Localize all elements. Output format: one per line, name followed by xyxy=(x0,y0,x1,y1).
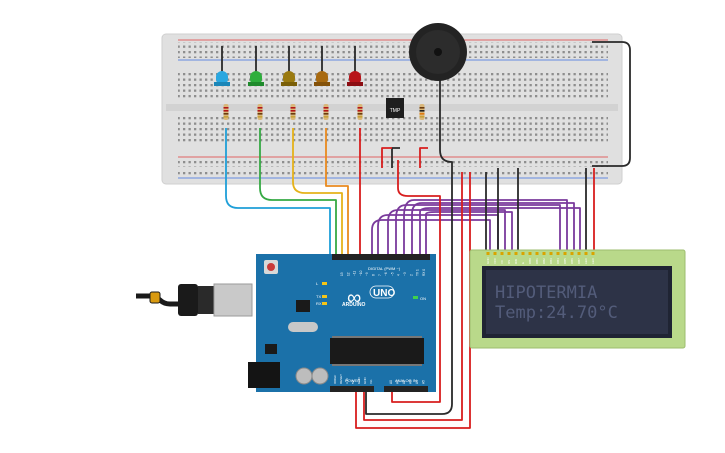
digital-pin-label: ~5 xyxy=(390,272,394,276)
lcd-pin xyxy=(535,252,539,255)
digital-pin-label: TX 1 xyxy=(416,269,420,276)
analog-pin-label: A4 xyxy=(415,380,419,384)
lcd-pin-label: DB4 xyxy=(556,258,560,264)
power-label: POWER xyxy=(345,378,360,383)
digital-pin-label: 12 xyxy=(346,272,350,276)
sensor-label: TMP xyxy=(390,108,401,114)
lcd-pin-label: V0 xyxy=(500,260,504,264)
power-pin-label: GND xyxy=(357,377,361,385)
lcd-pin xyxy=(556,252,560,255)
lcd-pin-label: DB3 xyxy=(549,258,553,264)
wire-led-orange xyxy=(325,128,349,255)
lcd-pin-label: DB1 xyxy=(535,258,539,264)
lcd-pin xyxy=(584,252,588,255)
digital-pin-label: 2 xyxy=(409,274,413,276)
l-label: L xyxy=(316,281,319,286)
analog-pin-label: A1 xyxy=(396,380,400,384)
digital-pin-label: 4 xyxy=(397,274,401,276)
digital-pin-label: RX 0 xyxy=(422,269,426,276)
lcd-pin xyxy=(521,252,525,255)
lcd-pin xyxy=(549,252,553,255)
lcd-pin-label: DB2 xyxy=(542,258,546,264)
led-blue xyxy=(214,71,230,86)
power-pin-label: 5V xyxy=(351,380,355,384)
tx-label: TX xyxy=(316,294,321,299)
digital-label: DIGITAL (PWM ~) xyxy=(368,266,401,271)
power-pin-label: RESET xyxy=(339,374,343,384)
arduino-brand: ARDUINO xyxy=(342,302,365,308)
lcd-pin xyxy=(500,252,504,255)
arduino-model: UNO xyxy=(373,288,395,299)
power-pin-label: GND xyxy=(363,377,367,385)
analog-pin-label: A3 xyxy=(409,380,413,384)
lcd-pin xyxy=(514,252,518,255)
digital-pin-label: 8 xyxy=(372,274,376,276)
lcd-pin xyxy=(591,252,595,255)
wire-led-yellow xyxy=(292,128,343,255)
lcd-pin-label: LED xyxy=(584,257,588,264)
on-label: ON xyxy=(420,296,426,301)
lcd-pin-label: VCC xyxy=(493,257,497,264)
power-pin-label: IOREF xyxy=(333,375,337,384)
arduino-logo-icon: ∞ xyxy=(347,287,361,309)
power-pin-label: 3.3V xyxy=(345,378,349,384)
lcd-pin xyxy=(542,252,546,255)
analog-pin-label: A0 xyxy=(389,380,393,384)
rx-label: RX xyxy=(316,301,322,306)
digital-pin-label: ~6 xyxy=(384,272,388,276)
lcd-pin xyxy=(528,252,532,255)
lcd-pin-label: RS xyxy=(507,260,511,264)
led-orange xyxy=(314,71,330,86)
lcd-line-1: HIPOTERMIA xyxy=(495,283,597,303)
lcd-pin xyxy=(507,252,511,255)
analog-pin-label: A5 xyxy=(422,380,426,384)
lcd-pin-label: DB7 xyxy=(577,258,581,264)
digital-pin-label: ~3 xyxy=(403,272,407,276)
resistors xyxy=(223,104,425,120)
temperature-sensor: TMP xyxy=(386,98,404,118)
analog-pin-label: A2 xyxy=(402,380,406,384)
led-yellow xyxy=(281,71,297,86)
lcd-pin xyxy=(486,252,490,255)
lcd-pin xyxy=(577,252,581,255)
power-pin-label: Vin xyxy=(369,379,373,384)
lcd-pin xyxy=(563,252,567,255)
lcd-pin-label: GND xyxy=(486,257,490,265)
buzzer xyxy=(409,23,467,81)
lcd-pin-label: DB6 xyxy=(570,258,574,264)
digital-pin-label: 13 xyxy=(340,272,344,276)
lcd-pin-label: E xyxy=(521,262,525,264)
wire-led-blue xyxy=(225,128,331,255)
digital-pin-label: ~9 xyxy=(365,272,369,276)
lcd-pin-label: LED xyxy=(591,257,595,264)
digital-pin-label: ~10 xyxy=(359,270,363,276)
lcd-pin-label: RW xyxy=(514,259,518,264)
analog-label: ANALOG IN xyxy=(395,378,417,383)
led-red xyxy=(347,71,363,86)
arduino-board: ∞ UNO ARDUINO DIGITAL (PWM ~) POWER ANAL… xyxy=(136,254,436,392)
digital-pin-label: ~11 xyxy=(353,271,357,276)
led-green xyxy=(248,71,264,86)
digital-pin-label: 7 xyxy=(378,274,382,276)
lcd-pin xyxy=(570,252,574,255)
lcd-pin xyxy=(493,252,497,255)
lcd-pin-label: DB5 xyxy=(563,258,567,264)
wire-led-green xyxy=(259,128,337,255)
leds xyxy=(214,71,363,86)
lcd-line-2: Temp:24.70°C xyxy=(495,303,618,323)
lcd-pin-label: DB0 xyxy=(528,258,532,264)
